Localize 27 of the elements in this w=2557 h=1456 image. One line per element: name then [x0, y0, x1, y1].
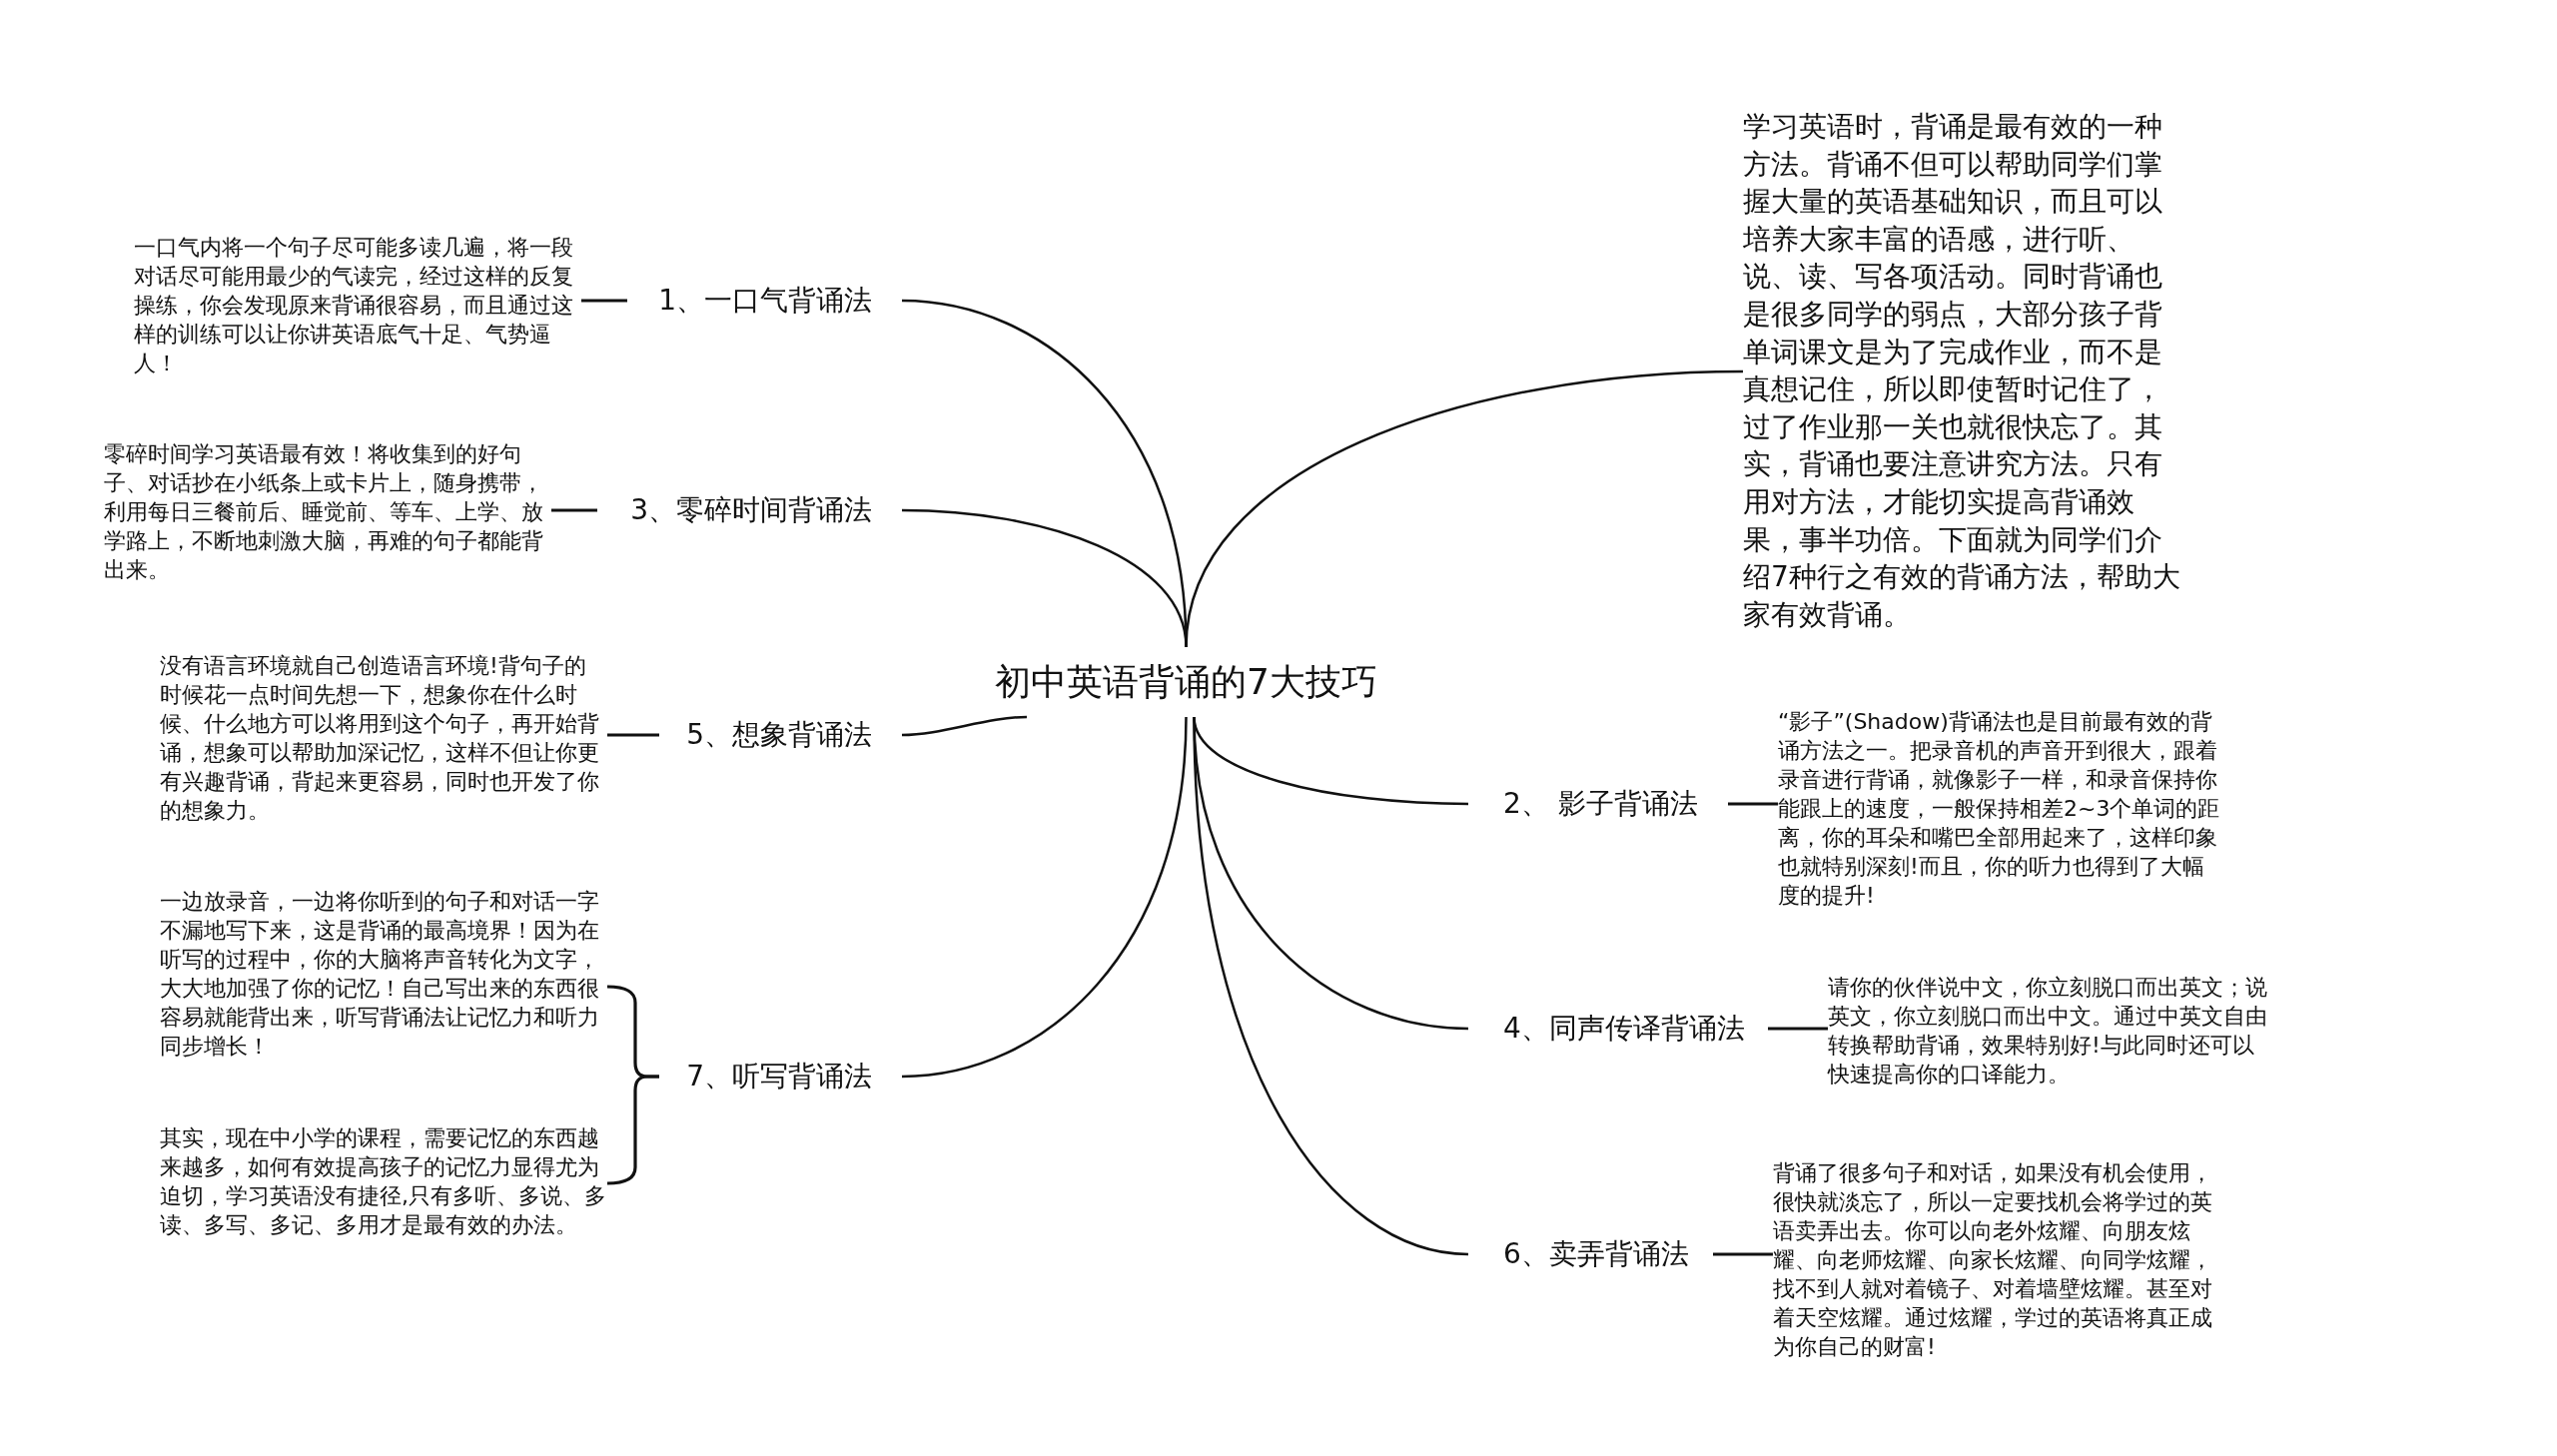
branch-topic: 6、卖弄背诵法 — [1503, 1236, 1689, 1272]
connector-line — [901, 508, 1188, 648]
branch-topic: 7、听写背诵法 — [686, 1059, 872, 1094]
branch-topic: 1、一口气背诵法 — [658, 283, 872, 319]
note-paragraph: 请你的伙伴说中文，你立刻脱口而出英文；说英文，你立刻脱口而出中文。通过中英文自由转换帮助背诵，效果特别好!与此同时还可以快速提高你的口译能力。 — [1828, 974, 2268, 1089]
connector-line — [581, 299, 627, 303]
branch-topic: 2、 影子背诵法 — [1503, 786, 1698, 822]
note-paragraph: 没有语言环境就自己创造语言环境!背句子的时候花一点时间先想一下，想象你在什么时候、什么地方可以将用到这个句子，再开始背诵，想象可以帮助加深记忆，这样不但让你更有兴趣背诵，背起来更容易，同时也开发了你的想象力。 — [160, 652, 600, 825]
note-paragraph: “影子”(Shadow)背诵法也是目前最有效的背诵方法之一。把录音机的声音开到很大，跟着录音进行背诵，就像影子一样，和录音保持你能跟上的速度，一般保持相差2~3个单词的距离，你的耳朵和嘴巴全部用起来了，这样印象也就特别深刻!而且，你的听力也得到了大幅度的提升! — [1778, 708, 2221, 910]
connector-line — [1193, 716, 1469, 1256]
connector-line — [607, 733, 659, 737]
connector-line — [1713, 1252, 1773, 1256]
central-topic: 初中英语背诵的7大技巧 — [995, 660, 1377, 704]
branch-topic: 3、零碎时间背诵法 — [630, 492, 872, 528]
branch-topic: 4、同声传译背诵法 — [1503, 1011, 1745, 1047]
note-paragraph: 背诵了很多句子和对话，如果没有机会使用，很快就淡忘了，所以一定要找机会将学过的英语卖弄出去。你可以向老外炫耀、向朋友炫耀、向老师炫耀、向家长炫耀、向同学炫耀，找不到人就对着镜子、对着墙壁炫耀。甚至对着天空炫耀。通过炫耀，学过的英语将真正成为你自己的财富! — [1773, 1159, 2213, 1361]
connector-line — [901, 716, 1188, 1079]
note-paragraph: 零碎时间学习英语最有效！将收集到的好句子、对话抄在小纸条上或卡片上，随身携带，利用每日三餐前后、睡觉前、等车、上学、放学路上，不断地刺激大脑，再难的句子都能背出来。 — [104, 440, 544, 584]
connector-line — [901, 715, 1028, 737]
note-paragraph: 一边放录音，一边将你听到的句子和对话一字不漏地写下来，这是背诵的最高境界！因为在听写的过程中，你的大脑将声音转化为文字，大大地加强了你的记忆！自己写出来的东西很容易就能背出来，听写背诵法让记忆力和听力同步增长！ — [160, 888, 600, 1061]
connector-line — [551, 508, 597, 512]
connector-line — [1728, 802, 1778, 806]
connector-line — [1768, 1027, 1828, 1031]
note-paragraph: 其实，现在中小学的课程，需要记忆的东西越来越多，如何有效提高孩子的记忆力显得尤为迫切，学习英语没有捷径,只有多听、多说、多读、多写、多记、多用才是最有效的办法。 — [160, 1124, 607, 1239]
branch-topic: 5、想象背诵法 — [686, 717, 872, 753]
note-paragraph: 一口气内将一个句子尽可能多读几遍，将一段对话尽可能用最少的气读完，经过这样的反复操练，你会发现原来背诵很容易，而且通过这样的训练可以让你讲英语底气十足、气势逼人！ — [134, 234, 574, 377]
intro-paragraph: 学习英语时，背诵是最有效的一种方法。背诵不但可以帮助同学们掌握大量的英语基础知识，而且可以培养大家丰富的语感，进行听、说、读、写各项活动。同时背诵也是很多同学的弱点，大部分孩子背单词课文是为了完成作业，而不是真想记住，所以即使暂时记住了，过了作业那一关也就很快忘了。其实，背诵也要注意讲究方法。只有用对方法，才能切实提高背诵效果，事半功倍。下面就为同学们介绍7种行之有效的背诵方法，帮助大家有效背诵。 — [1743, 109, 2181, 633]
